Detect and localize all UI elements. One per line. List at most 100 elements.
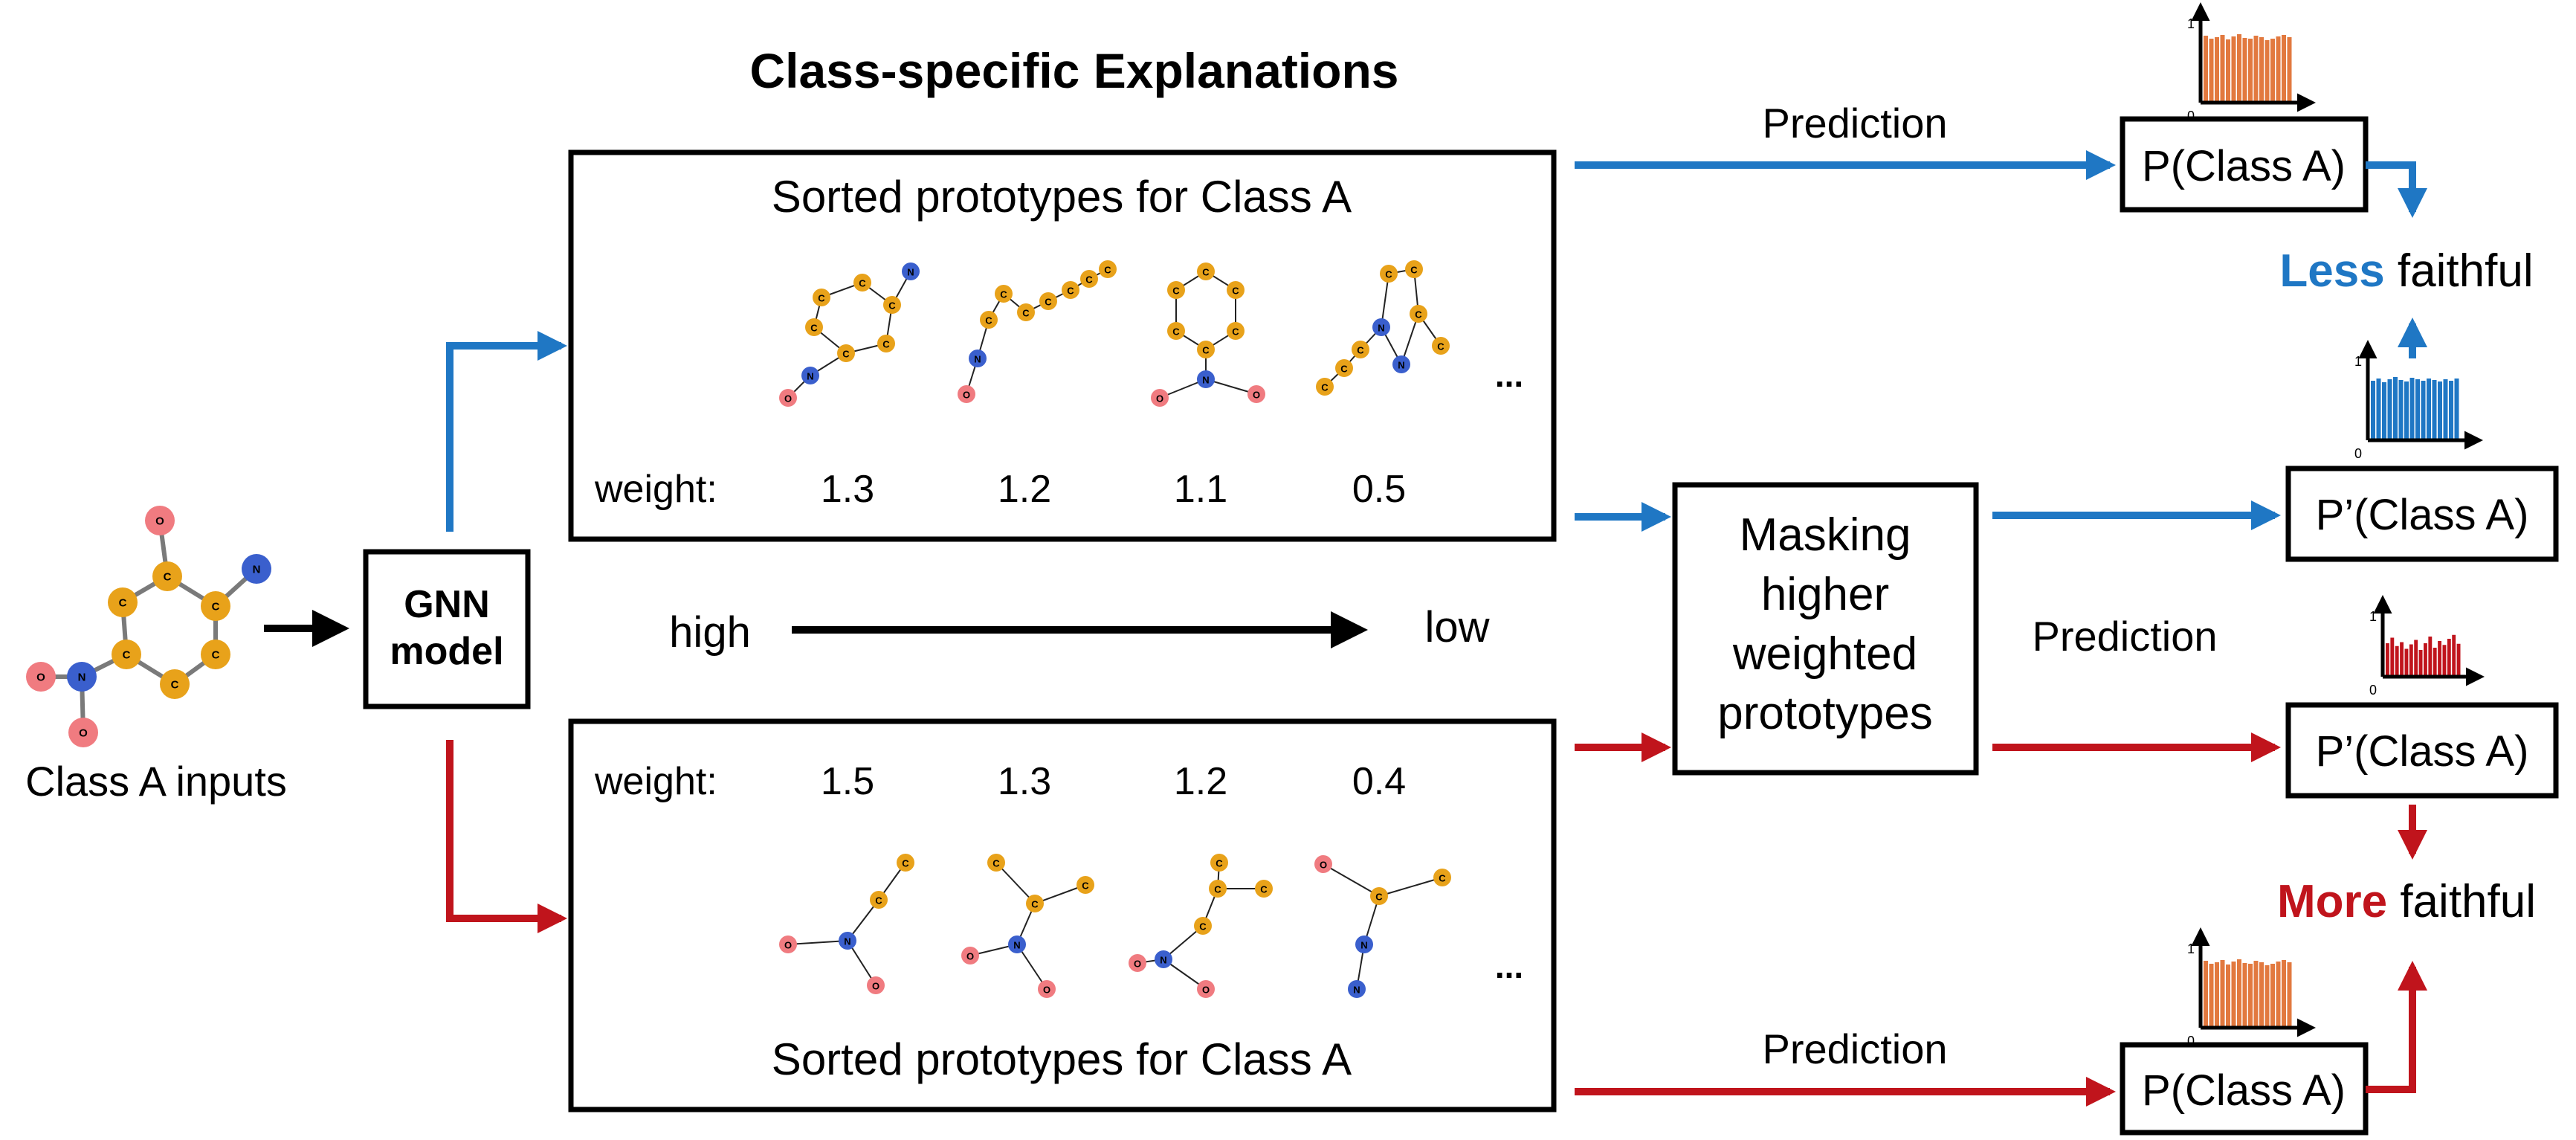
output-box-middle-top: P’(Class A): [2285, 466, 2559, 562]
bond: [1034, 884, 1086, 904]
histogram-bar: [2387, 379, 2392, 440]
histogram-bar: [2376, 379, 2381, 440]
atom: C: [897, 854, 914, 872]
bond: [787, 940, 848, 945]
atom-symbol: C: [842, 349, 850, 360]
gnn-model-label-line1: GNN: [404, 583, 490, 626]
atom-node: [1410, 305, 1427, 323]
atom: C: [1062, 281, 1079, 299]
atom: C: [1255, 880, 1273, 898]
histogram-bar: [2386, 643, 2389, 677]
atom-node: [1194, 917, 1212, 935]
histogram-bar: [2265, 40, 2270, 103]
atom-node: [958, 385, 975, 403]
histogram-bar: [2427, 379, 2431, 440]
atom-symbol: C: [1199, 921, 1207, 933]
atom: O: [1247, 385, 1265, 403]
atom-node: [1335, 359, 1353, 377]
atom: N: [839, 932, 856, 950]
bottom-weight-value: 1.5: [821, 760, 874, 803]
bottom-weight-value: 1.2: [1174, 760, 1227, 803]
atom: O: [961, 947, 979, 965]
atom: C: [1433, 869, 1451, 886]
atom-symbol: O: [1320, 860, 1327, 871]
atom: C: [1352, 341, 1369, 358]
histogram-bar: [2428, 637, 2433, 677]
atom-node: [108, 587, 138, 617]
atom-node: [1352, 341, 1369, 358]
atom-node: [801, 367, 819, 384]
atom: N: [1355, 935, 1373, 953]
atom: C: [1210, 854, 1228, 872]
less-rest: faithful: [2385, 245, 2534, 297]
masking-line-3: weighted: [1732, 628, 1917, 680]
atom: C: [1432, 337, 1450, 355]
atom-node: [201, 640, 230, 669]
atom-node: [1227, 322, 1245, 340]
histogram-bar: [2242, 38, 2247, 103]
atom: C: [805, 318, 823, 336]
atom-node: [1432, 337, 1450, 355]
histogram-bar: [2231, 36, 2236, 103]
atom-node: [1405, 260, 1423, 278]
atom-node: [1227, 281, 1245, 299]
scale-low-label: low: [1424, 603, 1490, 651]
atom-symbol: C: [1202, 267, 1210, 278]
atom-node: [1247, 385, 1265, 403]
histogram-bar: [2449, 381, 2453, 440]
atom-node: [1433, 869, 1451, 886]
atom: N: [969, 350, 987, 367]
atom-node: [779, 935, 797, 953]
atom-node: [897, 854, 914, 872]
bottom-output-to-more-arrow: [2366, 961, 2427, 1093]
atom-node: [902, 263, 920, 280]
atom: N: [1392, 355, 1410, 373]
histogram-bar: [2287, 37, 2292, 103]
atom-node: [1355, 935, 1373, 953]
atom-symbol: O: [784, 393, 792, 405]
atom-node: [1372, 318, 1390, 336]
atom-symbol: C: [1232, 286, 1239, 297]
atom-symbol: C: [1216, 858, 1223, 869]
histogram-bar: [2432, 380, 2437, 440]
diagram-title: Class-specific Explanations: [750, 43, 1399, 98]
histogram-bar: [2282, 35, 2286, 103]
histogram-bar: [2231, 962, 2236, 1028]
atom-symbol: C: [212, 601, 220, 614]
atom-symbol: C: [1321, 382, 1329, 393]
histogram-axis-max: 1: [2187, 941, 2195, 956]
atom: C: [1076, 876, 1094, 894]
atom-symbol: C: [1045, 297, 1052, 308]
atom: C: [987, 854, 1005, 872]
top-weight-value: 1.1: [1174, 468, 1227, 511]
atom-node: [1314, 855, 1332, 873]
histogram-bar: [2424, 643, 2427, 677]
histogram-bar: [2287, 962, 2292, 1028]
atom-node: [67, 662, 97, 692]
atom-symbol: N: [1360, 940, 1367, 951]
atom: C: [1316, 378, 1334, 396]
atom-node: [839, 932, 856, 950]
atom-symbol: C: [888, 300, 896, 312]
bottom-panel-heading: Sorted prototypes for Class A: [772, 1034, 1352, 1084]
histogram-axis-max: 1: [2369, 609, 2377, 624]
histogram-axis-max: 1: [2187, 16, 2195, 31]
atom: N: [242, 554, 271, 584]
histogram-bar: [2438, 641, 2441, 677]
atom-node: [1392, 355, 1410, 373]
top-weight-value: 0.5: [1352, 468, 1406, 511]
atom-symbol: C: [1385, 269, 1392, 280]
atom: N: [801, 367, 819, 384]
histogram-bar: [2209, 39, 2214, 103]
atom: C: [995, 285, 1013, 303]
atom: N: [902, 263, 920, 280]
atom: O: [867, 976, 885, 994]
histogram-bar: [2414, 640, 2418, 677]
atom: O: [1314, 855, 1332, 873]
histogram-bar: [2282, 960, 2286, 1028]
atom-node: [160, 669, 190, 699]
histogram-bar: [2447, 639, 2451, 677]
atom-node: [1348, 980, 1366, 998]
atom-node: [26, 662, 56, 692]
